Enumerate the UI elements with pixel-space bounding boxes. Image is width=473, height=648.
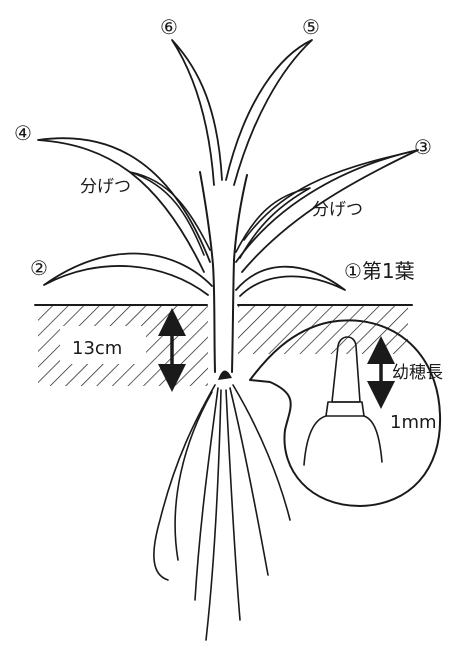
label-inset-title: 幼穂長 xyxy=(392,363,443,383)
growing-point xyxy=(218,370,232,380)
label-tiller-right: 分げつ xyxy=(312,200,363,220)
leaf-3 xyxy=(235,149,419,273)
labels: ⑥ ⑤ ④ ③ ② ①第1葉 分げつ 分げつ 13cm 幼穂長 1mm xyxy=(14,15,443,433)
label-depth: 13cm xyxy=(72,338,122,359)
label-leaf-2: ② xyxy=(30,256,48,280)
leaf-2 xyxy=(43,252,213,296)
panicle-base xyxy=(325,401,365,417)
young-panicle xyxy=(331,336,361,403)
leaf-5 xyxy=(225,39,313,186)
sheath xyxy=(303,415,383,466)
leaf-4 xyxy=(37,137,211,273)
plant-stem xyxy=(199,171,248,380)
inset-magnified-view xyxy=(249,319,442,507)
tiller-left xyxy=(129,171,211,256)
label-inset-size: 1mm xyxy=(390,412,437,433)
label-leaf-1: ①第1葉 xyxy=(344,259,415,283)
leaf-3-edge xyxy=(243,151,411,241)
label-leaf-5: ⑤ xyxy=(302,15,320,39)
label-tiller-left: 分げつ xyxy=(80,177,131,197)
leaf-6 xyxy=(171,39,223,186)
roots xyxy=(153,384,291,641)
label-leaf-6: ⑥ xyxy=(160,15,178,39)
label-leaf-3: ③ xyxy=(414,135,432,159)
label-leaf-4: ④ xyxy=(14,121,32,145)
leaf-1 xyxy=(235,265,346,297)
tiller-right xyxy=(235,187,311,259)
leaves xyxy=(37,39,419,297)
